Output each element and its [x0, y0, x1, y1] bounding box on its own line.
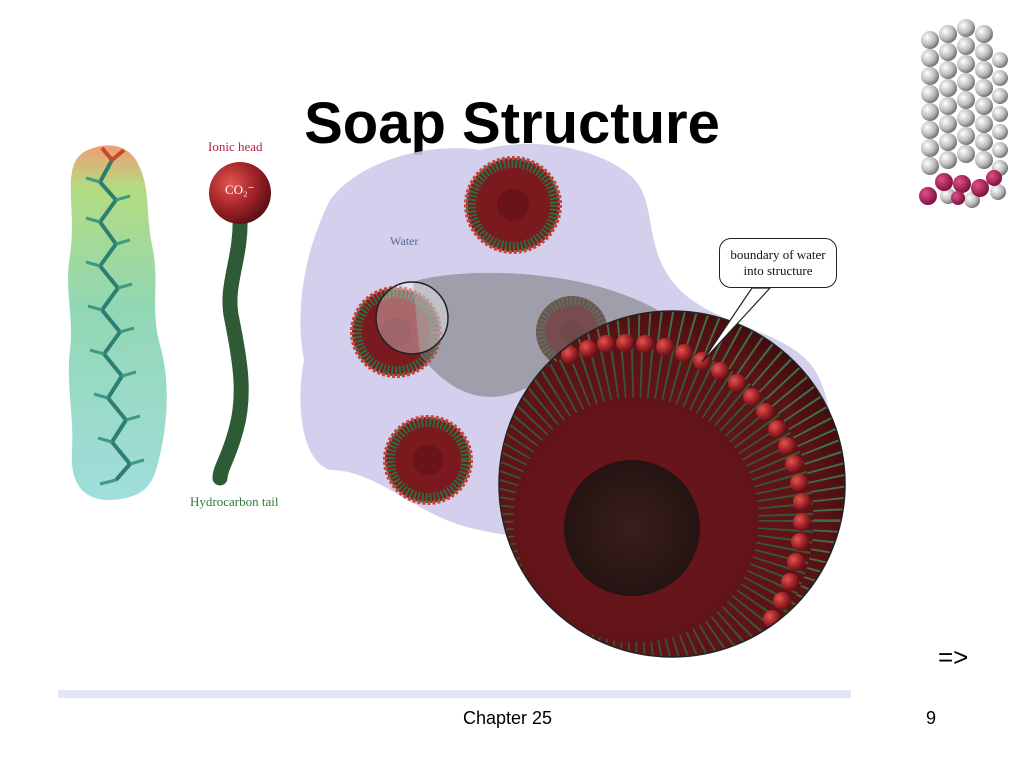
- callout-pointer: [701, 287, 772, 363]
- page-number: 9: [926, 708, 937, 728]
- co2-label: CO₂⁻: [225, 182, 255, 197]
- next-slide-arrow[interactable]: =>: [938, 642, 969, 672]
- callout-line-1: boundary of water: [730, 247, 826, 262]
- hydrocarbon-tail-label: Hydrocarbon tail: [190, 494, 279, 509]
- zoom-connector: [413, 272, 680, 397]
- ionic-head-ball: [209, 162, 271, 224]
- water-label: Water: [390, 234, 419, 248]
- zoom-lens: [375, 281, 449, 355]
- footer-chapter: Chapter 25: [463, 708, 553, 728]
- electrostatic-map: [68, 145, 167, 500]
- ionic-head-label: Ionic head: [208, 139, 263, 154]
- callout-line-2: into structure: [743, 263, 813, 278]
- micelle-bottom: [383, 415, 473, 505]
- callout-box: boundary of water into structure: [719, 238, 837, 288]
- molecule-model: [914, 18, 1010, 210]
- footer-rule: [58, 690, 851, 698]
- micelle-top: [464, 156, 562, 254]
- soap-molecule: [209, 162, 271, 486]
